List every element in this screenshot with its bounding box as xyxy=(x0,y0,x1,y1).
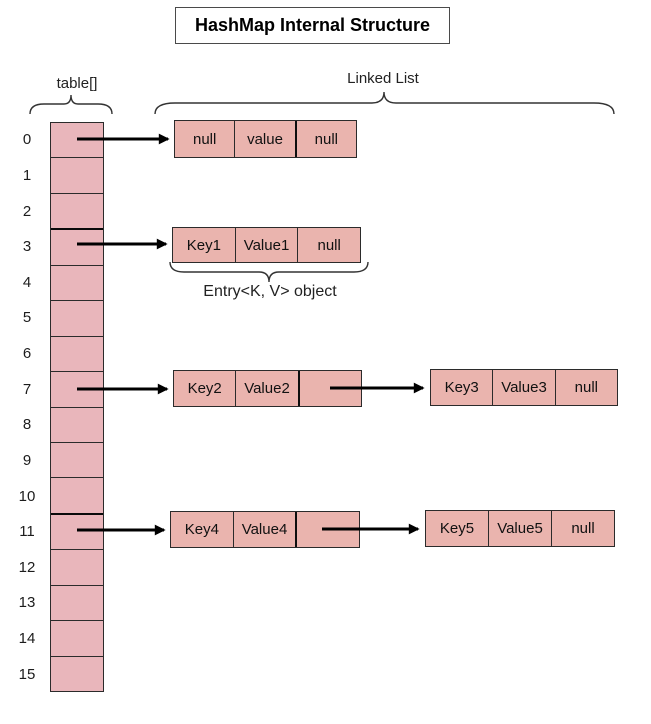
entry-key-cell: Key1 xyxy=(186,236,221,254)
entry-key-cell: Key2 xyxy=(187,380,222,397)
entry-value-cell: Value3 xyxy=(492,370,554,405)
bucket-cell xyxy=(51,158,103,194)
table-array-brace xyxy=(29,94,113,115)
bucket-cell xyxy=(51,337,103,373)
bucket-index: 14 xyxy=(18,630,36,648)
entry-node-bucket11-second: Key5 Value5 null xyxy=(425,510,615,547)
entry-next-cell xyxy=(297,371,361,406)
bucket-cell xyxy=(51,657,103,691)
bucket-index: 3 xyxy=(22,238,32,256)
bucket-cell xyxy=(51,586,103,622)
entry-node-bucket7-second: Key3 Value3 null xyxy=(430,369,618,406)
bucket-index-column: 0 1 2 3 4 5 6 7 8 9 10 11 12 13 14 15 xyxy=(12,122,42,692)
entry-key-cell: null xyxy=(192,130,217,148)
bucket-index: 2 xyxy=(22,202,32,220)
bucket-cell xyxy=(51,512,103,551)
bucket-cell xyxy=(51,478,103,512)
bucket-cell xyxy=(51,443,103,479)
bucket-index: 1 xyxy=(22,166,32,184)
bucket-index: 5 xyxy=(22,309,32,327)
entry-key-cell: Key4 xyxy=(184,521,219,538)
bucket-cell xyxy=(51,550,103,586)
entry-key-cell: Key3 xyxy=(444,379,479,396)
entry-next-cell: null xyxy=(294,121,356,157)
entry-node-bucket7-first: Key2 Value2 xyxy=(173,370,362,407)
entry-value-cell: Value4 xyxy=(232,512,296,547)
bucket-cell xyxy=(51,372,103,408)
bucket-cell xyxy=(51,123,103,159)
bucket-cell xyxy=(51,228,103,266)
bucket-index: 12 xyxy=(18,558,36,576)
entry-value-cell: value xyxy=(234,121,294,157)
diagram-title: HashMap Internal Structure xyxy=(175,7,450,44)
bucket-cell xyxy=(51,266,103,302)
entry-value-cell: Value5 xyxy=(488,511,551,546)
table-array-label: table[] xyxy=(56,75,98,92)
bucket-index: 9 xyxy=(22,451,32,469)
entry-object-brace xyxy=(169,261,369,283)
bucket-index: 15 xyxy=(18,665,36,683)
bucket-cell xyxy=(51,194,103,228)
bucket-index: 4 xyxy=(22,273,32,291)
bucket-index: 7 xyxy=(22,380,32,398)
entry-key-cell: Key5 xyxy=(439,520,475,537)
entry-node-bucket3: Key1 Value1 null xyxy=(172,227,361,263)
entry-next-cell: null xyxy=(297,228,360,262)
bucket-index: 10 xyxy=(18,487,36,505)
bucket-cell xyxy=(51,621,103,657)
entry-node-bucket0: null value null xyxy=(174,120,357,158)
bucket-index: 13 xyxy=(18,594,36,612)
linked-list-brace xyxy=(154,91,615,115)
bucket-cell xyxy=(51,408,103,443)
entry-value-cell: Value1 xyxy=(234,228,298,262)
entry-next-cell: null xyxy=(551,511,614,546)
entry-next-cell: null xyxy=(554,370,617,405)
entry-object-label: Entry<K, V> object xyxy=(203,283,337,300)
linked-list-label: Linked List xyxy=(347,70,419,87)
bucket-index: 0 xyxy=(22,131,32,149)
bucket-index: 6 xyxy=(22,345,32,363)
bucket-cell xyxy=(51,301,103,337)
entry-node-bucket11-first: Key4 Value4 xyxy=(170,511,360,548)
entry-value-cell: Value2 xyxy=(235,371,297,406)
bucket-index: 8 xyxy=(22,416,32,434)
bucket-index: 11 xyxy=(19,523,35,541)
bucket-array xyxy=(50,122,104,692)
entry-next-cell xyxy=(295,512,359,547)
